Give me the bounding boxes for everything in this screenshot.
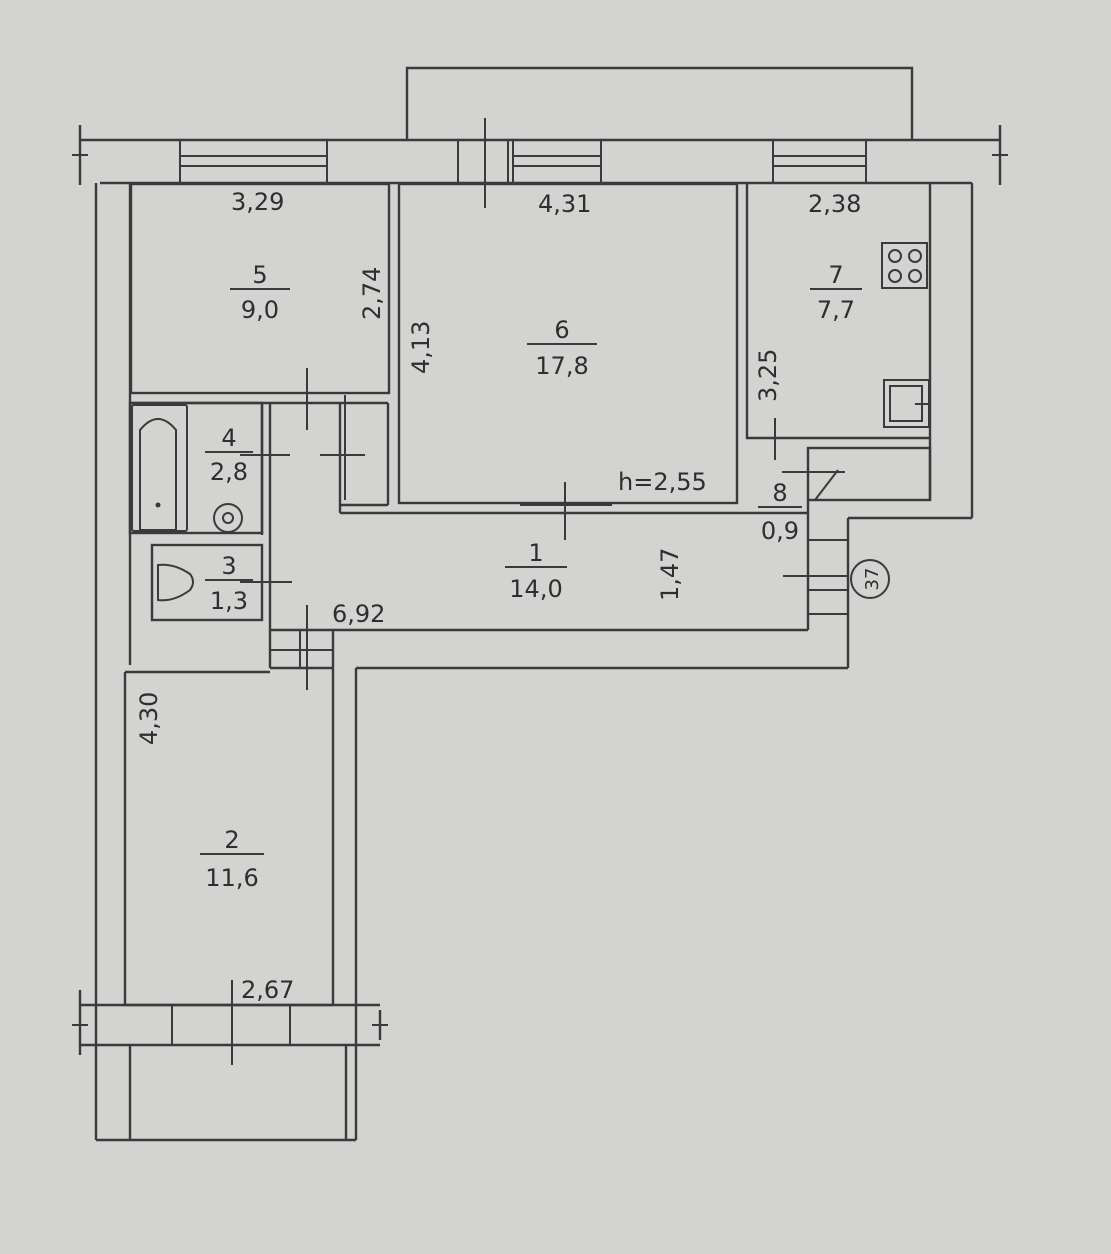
dim-room7-depth: 3,25 <box>754 349 782 402</box>
dim-hall-width: 1,47 <box>656 548 684 601</box>
dim-room2-depth: 4,30 <box>135 692 163 745</box>
bottom-balcony <box>72 980 388 1140</box>
toilet-icon <box>157 563 194 602</box>
ceiling-height: h=2,55 <box>618 468 707 496</box>
room-1-label: 1 14,0 <box>505 539 567 603</box>
room-6-outline <box>397 182 739 505</box>
room-2-number: 2 <box>224 826 239 854</box>
room-2-label: 2 11,6 <box>200 826 264 892</box>
dim-room2-width: 2,67 <box>241 976 294 1004</box>
room-6-number: 6 <box>554 316 569 344</box>
room-3-area: 1,3 <box>210 587 248 615</box>
room-7-label: 7 7,7 <box>810 261 862 324</box>
room-5-label: 5 9,0 <box>230 261 290 324</box>
top-balcony <box>405 66 914 140</box>
room-8-closet <box>747 418 932 615</box>
room-3-number: 3 <box>221 552 236 580</box>
room-8-area: 0,9 <box>761 517 799 545</box>
room-7-area: 7,7 <box>817 296 855 324</box>
room-4-area: 2,8 <box>210 458 248 486</box>
outer-wall-right <box>331 183 974 1140</box>
kitchen-fixtures <box>881 242 930 428</box>
room-6-area: 17,8 <box>535 352 588 380</box>
stove-icon <box>881 242 928 289</box>
room-1-area: 14,0 <box>509 575 562 603</box>
room-8-number: 8 <box>772 479 787 507</box>
room-4-number: 4 <box>221 424 236 452</box>
room-3-label: 3 1,3 <box>205 552 253 615</box>
dim-room5-depth: 2,74 <box>358 267 386 320</box>
unit-marker: 37 <box>850 559 890 599</box>
dim-room7-width: 2,38 <box>808 190 861 218</box>
hallway-walls <box>130 368 810 690</box>
room-6-label: 6 17,8 <box>527 316 597 380</box>
room-7-number: 7 <box>828 261 843 289</box>
room-1-number: 1 <box>528 539 543 567</box>
room-4-label: 4 2,8 <box>205 424 253 486</box>
room-2-area: 11,6 <box>205 864 258 892</box>
unit-marker-number: 37 <box>862 568 883 591</box>
sink-icon <box>213 503 243 533</box>
dim-room5-width: 3,29 <box>231 188 284 216</box>
outer-wall-left <box>94 183 356 1142</box>
room-5-outline <box>129 182 391 395</box>
room-8-label: 8 0,9 <box>758 479 802 545</box>
room-5-number: 5 <box>252 261 267 289</box>
dim-hall-length: 6,92 <box>332 600 385 628</box>
room-5-area: 9,0 <box>241 296 279 324</box>
room-4-bathroom <box>128 401 290 535</box>
dim-room6-depth: 4,13 <box>407 321 435 374</box>
room-3-toilet <box>150 543 292 622</box>
dim-room6-width: 4,31 <box>538 190 591 218</box>
